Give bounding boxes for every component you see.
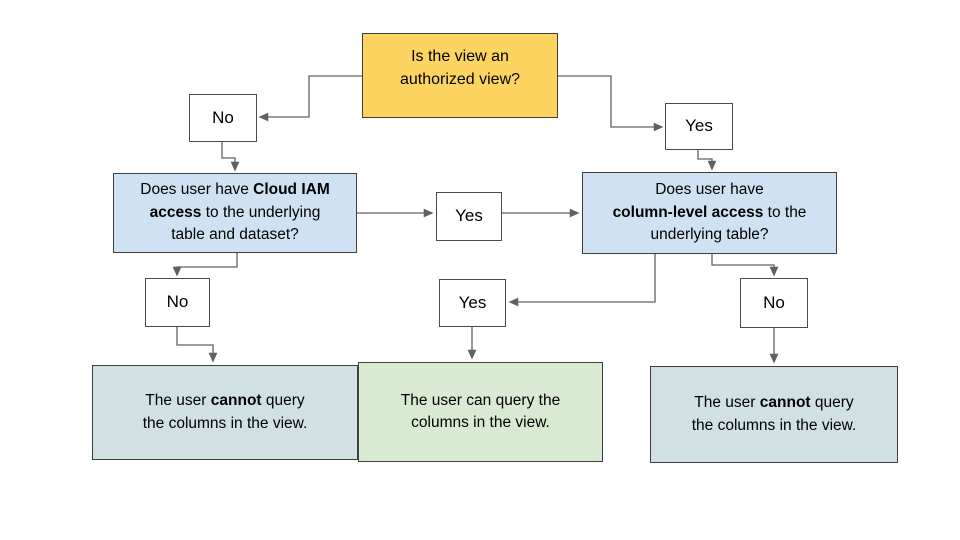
edge-root-to-no-top (258, 75, 362, 122)
edge-q-left-to-no-left (172, 253, 238, 277)
no-top-label: No (212, 107, 234, 127)
edge-no-top-to-q-left (221, 142, 240, 172)
edge-root-to-yes-top (558, 75, 664, 132)
no-left-label: No (166, 292, 189, 312)
edge-q-right-to-yes-bottom (508, 254, 656, 307)
edge-yes-top-to-q-right (697, 150, 717, 171)
no-right-label: No (763, 292, 785, 312)
node-label-yes-bottom: Yes (439, 279, 506, 327)
node-label-no-right: No (740, 278, 808, 328)
edge-q-right-to-no-right (711, 254, 779, 277)
node-label-no-left: No (145, 278, 210, 327)
yes-mid-label: Yes (455, 206, 483, 226)
node-label-yes-top: Yes (665, 103, 733, 150)
yes-bottom-label: Yes (458, 292, 487, 312)
node-label-yes-mid: Yes (436, 192, 502, 241)
edge-no-left-to-out-left (176, 327, 218, 363)
node-label-no-top: No (189, 94, 257, 142)
yes-top-label: Yes (685, 116, 713, 136)
